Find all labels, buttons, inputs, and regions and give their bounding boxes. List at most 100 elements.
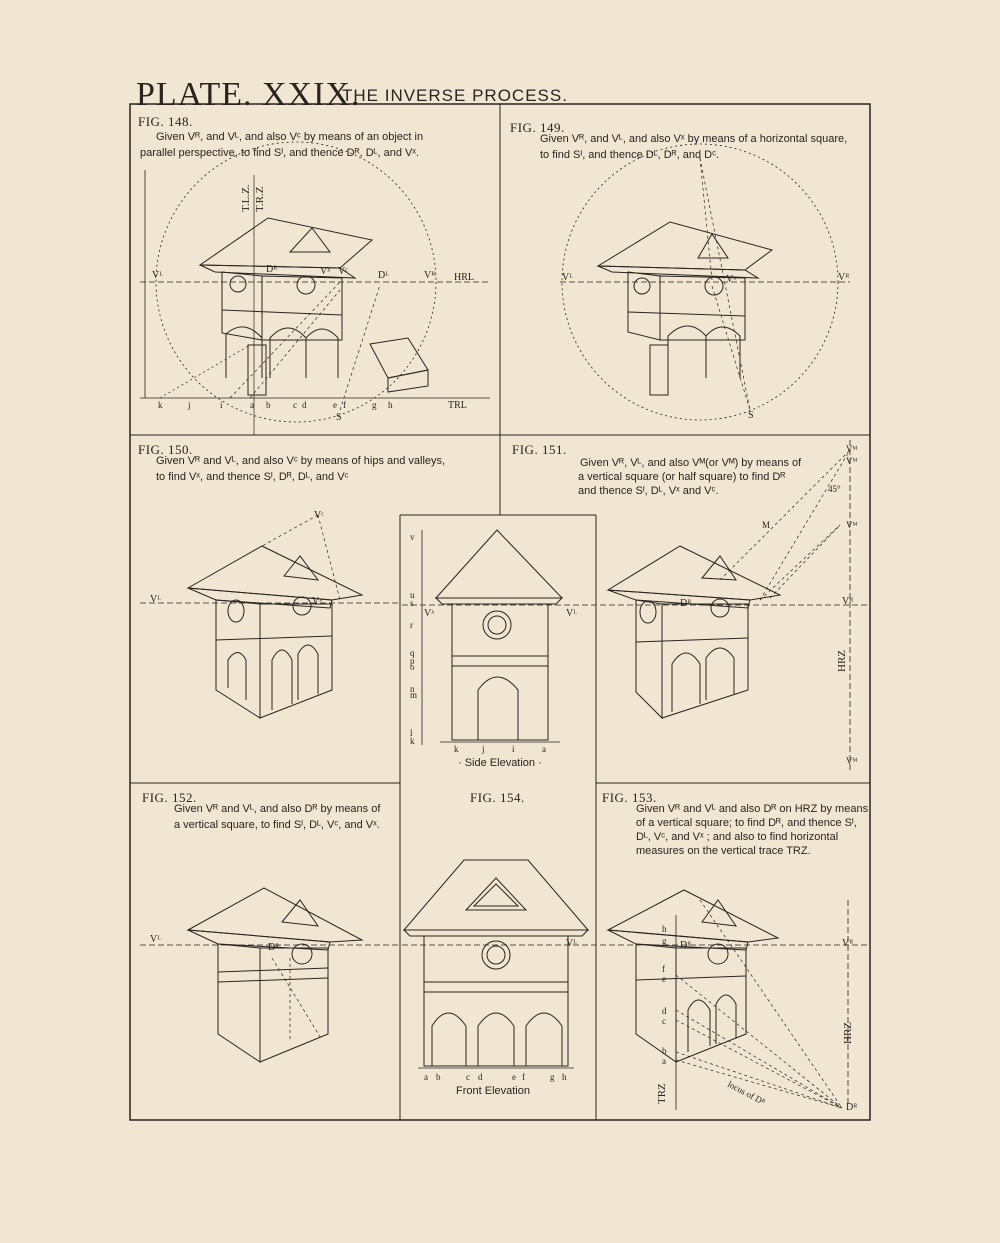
left-ticks-8: m (410, 690, 418, 700)
left-ticks-9: l (410, 728, 413, 738)
fig153-caption-4: measures on the vertical trace TRZ. (636, 845, 811, 857)
fig152-left-wall (217, 943, 261, 1063)
fig149-caption-2: to find Sᴵ, and thence Dᴸ, Dᴿ, and Dᶜ. (540, 149, 720, 161)
fig148-pier (247, 344, 267, 396)
fig148-gable (288, 227, 331, 253)
fig153-tick-d: d (662, 1006, 667, 1016)
fig153-tick-e: e (662, 974, 666, 984)
fig149-clock-left (633, 277, 651, 295)
fig148-label: FIG. 148. (138, 114, 193, 129)
fig153-hrz: HRZ (842, 1022, 854, 1044)
fig153-tick-b: b (662, 1046, 667, 1056)
side-ticks-0: k (454, 744, 459, 754)
fig148-tick-d: d (302, 400, 307, 410)
fig148-tick-g: g (372, 400, 377, 410)
left-ticks-10: k (410, 736, 415, 746)
fig149-caption-1: Given Vᴿ, and Vᴸ, and also Vˣ by means o… (540, 133, 848, 145)
fig150-vx: Vˣ (312, 596, 323, 607)
fig148-vr: Vᴿ (424, 270, 436, 281)
fig154-front-arch2 (477, 1012, 515, 1066)
fig151-dr: Dᴿ (680, 598, 692, 609)
fig150-clock-front (292, 596, 312, 616)
fig150-caption-1: Given Vᴿ and Vᴸ, and also Vᶜ by means of… (156, 455, 446, 467)
fig154-side-roof (434, 529, 564, 599)
left-ticks-7: n (410, 684, 415, 694)
fig153-label: FIG. 153. (602, 790, 657, 805)
left-ticks-6: o (410, 662, 415, 672)
fig154-front-eaves (402, 929, 590, 937)
front-ticks-6: g (550, 1072, 555, 1082)
fig150-vl: Vᴸ (150, 594, 161, 605)
fig148-tick-e: e (333, 400, 337, 410)
left-ticks-2: s (410, 598, 414, 608)
fig150-roof (186, 545, 364, 601)
fig154-side-clock (482, 610, 512, 640)
fig148-vx: Vˣ (320, 266, 331, 277)
fig148-dl: Dᴸ (378, 270, 389, 281)
fig154-front-elevation (402, 859, 596, 1069)
front-ticks-1: b (436, 1072, 441, 1082)
fig151-clock-left (639, 600, 657, 624)
fig151-arch2 (705, 647, 735, 700)
fig149-arch1 (667, 325, 707, 378)
fig153-arch1 (687, 999, 711, 1052)
left-ticks-5: p (410, 656, 415, 666)
fig151-arch1 (671, 652, 701, 712)
fig149-pier (649, 344, 669, 396)
fig148-eaves (199, 264, 357, 279)
fig148-trz: T.R.Z (254, 186, 266, 212)
fig148-tick-k: k (158, 400, 163, 410)
fig153-clock-front (707, 943, 729, 965)
fig150-eaves (187, 587, 333, 609)
fig153-tick-a: a (662, 1056, 666, 1066)
fig153-vr: Vᴿ (842, 938, 854, 949)
fig148-vl: Vᴸ (152, 270, 163, 281)
fig149-building (560, 143, 850, 421)
fig149-vl: Vᴸ (562, 272, 573, 283)
fig152-caption-2: a vertical square, to find Sᴵ, Dᴸ, Vᶜ, a… (174, 819, 380, 831)
fig153-gable (701, 899, 738, 927)
fig148-tick-i: i (220, 400, 223, 410)
fig148-front-wall (261, 275, 343, 341)
fig153-caption-3: Dᴸ, Vᶜ, and Vˣ ; and also to find horizo… (636, 831, 839, 843)
fig148-arch2 (305, 328, 339, 378)
fig148-trl: TRL (448, 400, 467, 411)
fig153-tick-f: f (662, 964, 665, 974)
fig150-label: FIG. 150. (138, 442, 193, 457)
fig150-caption-2: to find Vˣ, and thence Sᴵ, Dᴿ, Dᴸ, and V… (156, 471, 349, 483)
fig153-band (635, 975, 747, 981)
fig154-side-lower (451, 665, 549, 741)
fig148-vc: Vᶜ (338, 266, 348, 277)
fig154-front-lower (423, 991, 569, 1067)
fig148-roof (198, 217, 374, 269)
plate-title: PLATE. XXIX. (136, 76, 361, 113)
fig153-trz: TRZ (656, 1083, 668, 1104)
fig152-vl: Vᴸ (150, 934, 161, 945)
fig151-angle: 45° (828, 484, 841, 494)
front-ticks-4: e (512, 1072, 516, 1082)
fig148-tick-b: b (266, 400, 271, 410)
fig150-front-wall (259, 603, 333, 719)
fig153-roof (606, 889, 780, 943)
fig149-clock-front (704, 276, 724, 296)
fig149-label: FIG. 149. (510, 120, 565, 135)
fig153-tick-c: c (662, 1016, 666, 1026)
fig150-gable (283, 555, 320, 581)
fig150-left-wall (215, 599, 261, 719)
fig151-vr: Vᴿ (842, 596, 854, 607)
fig148-clock-left (229, 275, 247, 293)
fig148-tick-f: f (343, 400, 346, 410)
fig148-tick-a: a (250, 400, 254, 410)
fig151-gable (700, 555, 737, 581)
front-ticks-5: f (522, 1072, 525, 1082)
fig149-vx: Vˣ (726, 274, 737, 285)
fig148-object-side (387, 369, 429, 393)
fig149-arch2 (705, 326, 741, 378)
fig151-caption-2: a vertical square (or half square) to fi… (578, 471, 786, 483)
fig152-gable (281, 899, 320, 927)
fig149-vr: Vᴿ (838, 272, 850, 283)
fig153-building (600, 889, 870, 1110)
fig154-front-clock (481, 940, 511, 970)
fig153-caption-2: of a vertical square; to find Dᴿ, and th… (636, 817, 857, 829)
fig152-building (140, 887, 400, 1063)
